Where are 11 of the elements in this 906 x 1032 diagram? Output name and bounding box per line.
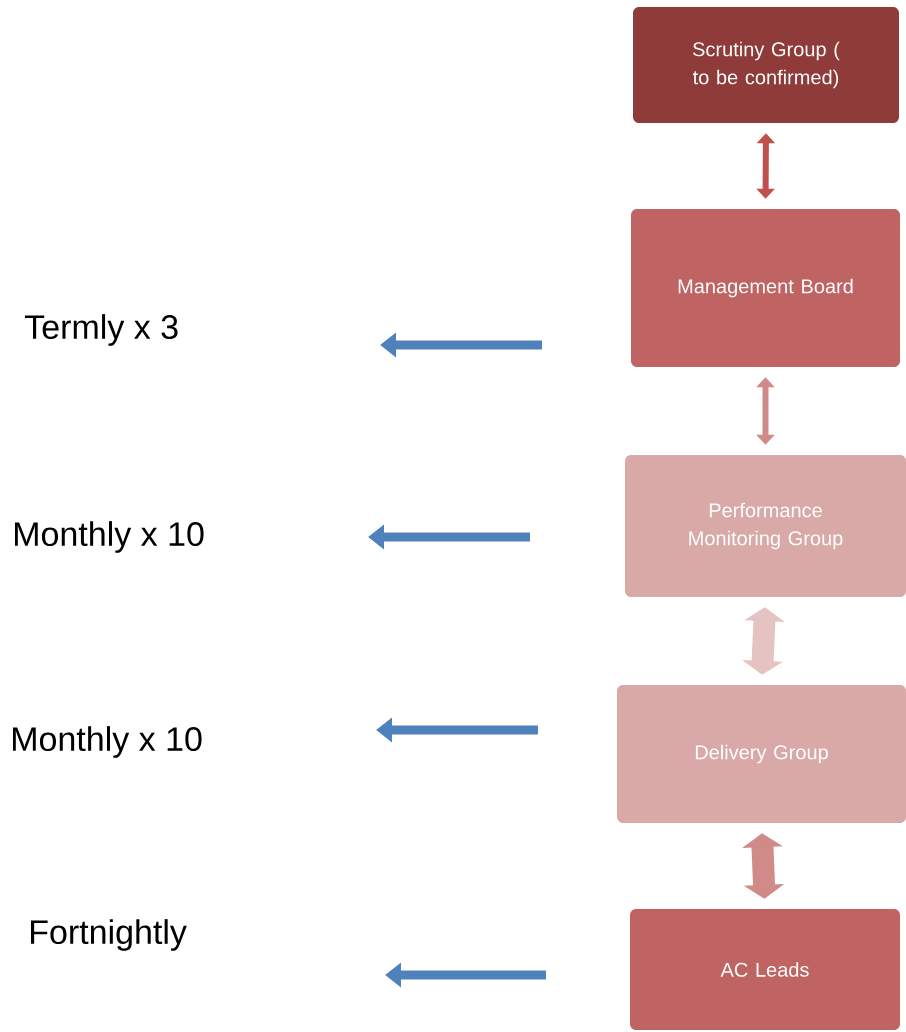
- process-box: Delivery Group: [617, 685, 906, 823]
- process-box: AC Leads: [630, 909, 900, 1030]
- process-box: Management Board: [631, 209, 900, 367]
- process-box: Performance Monitoring Group: [625, 455, 906, 597]
- frequency-label: Monthly x 10: [13, 726, 202, 758]
- process-box: Scrutiny Group ( to be confirmed): [633, 7, 899, 123]
- double-arrow: [756, 377, 775, 445]
- frequency-label: Termly x 3: [24, 314, 178, 346]
- double-arrow: [742, 833, 785, 899]
- frequency-label: Fortnightly: [31, 919, 187, 951]
- frequency-label: Monthly x 10: [15, 521, 204, 553]
